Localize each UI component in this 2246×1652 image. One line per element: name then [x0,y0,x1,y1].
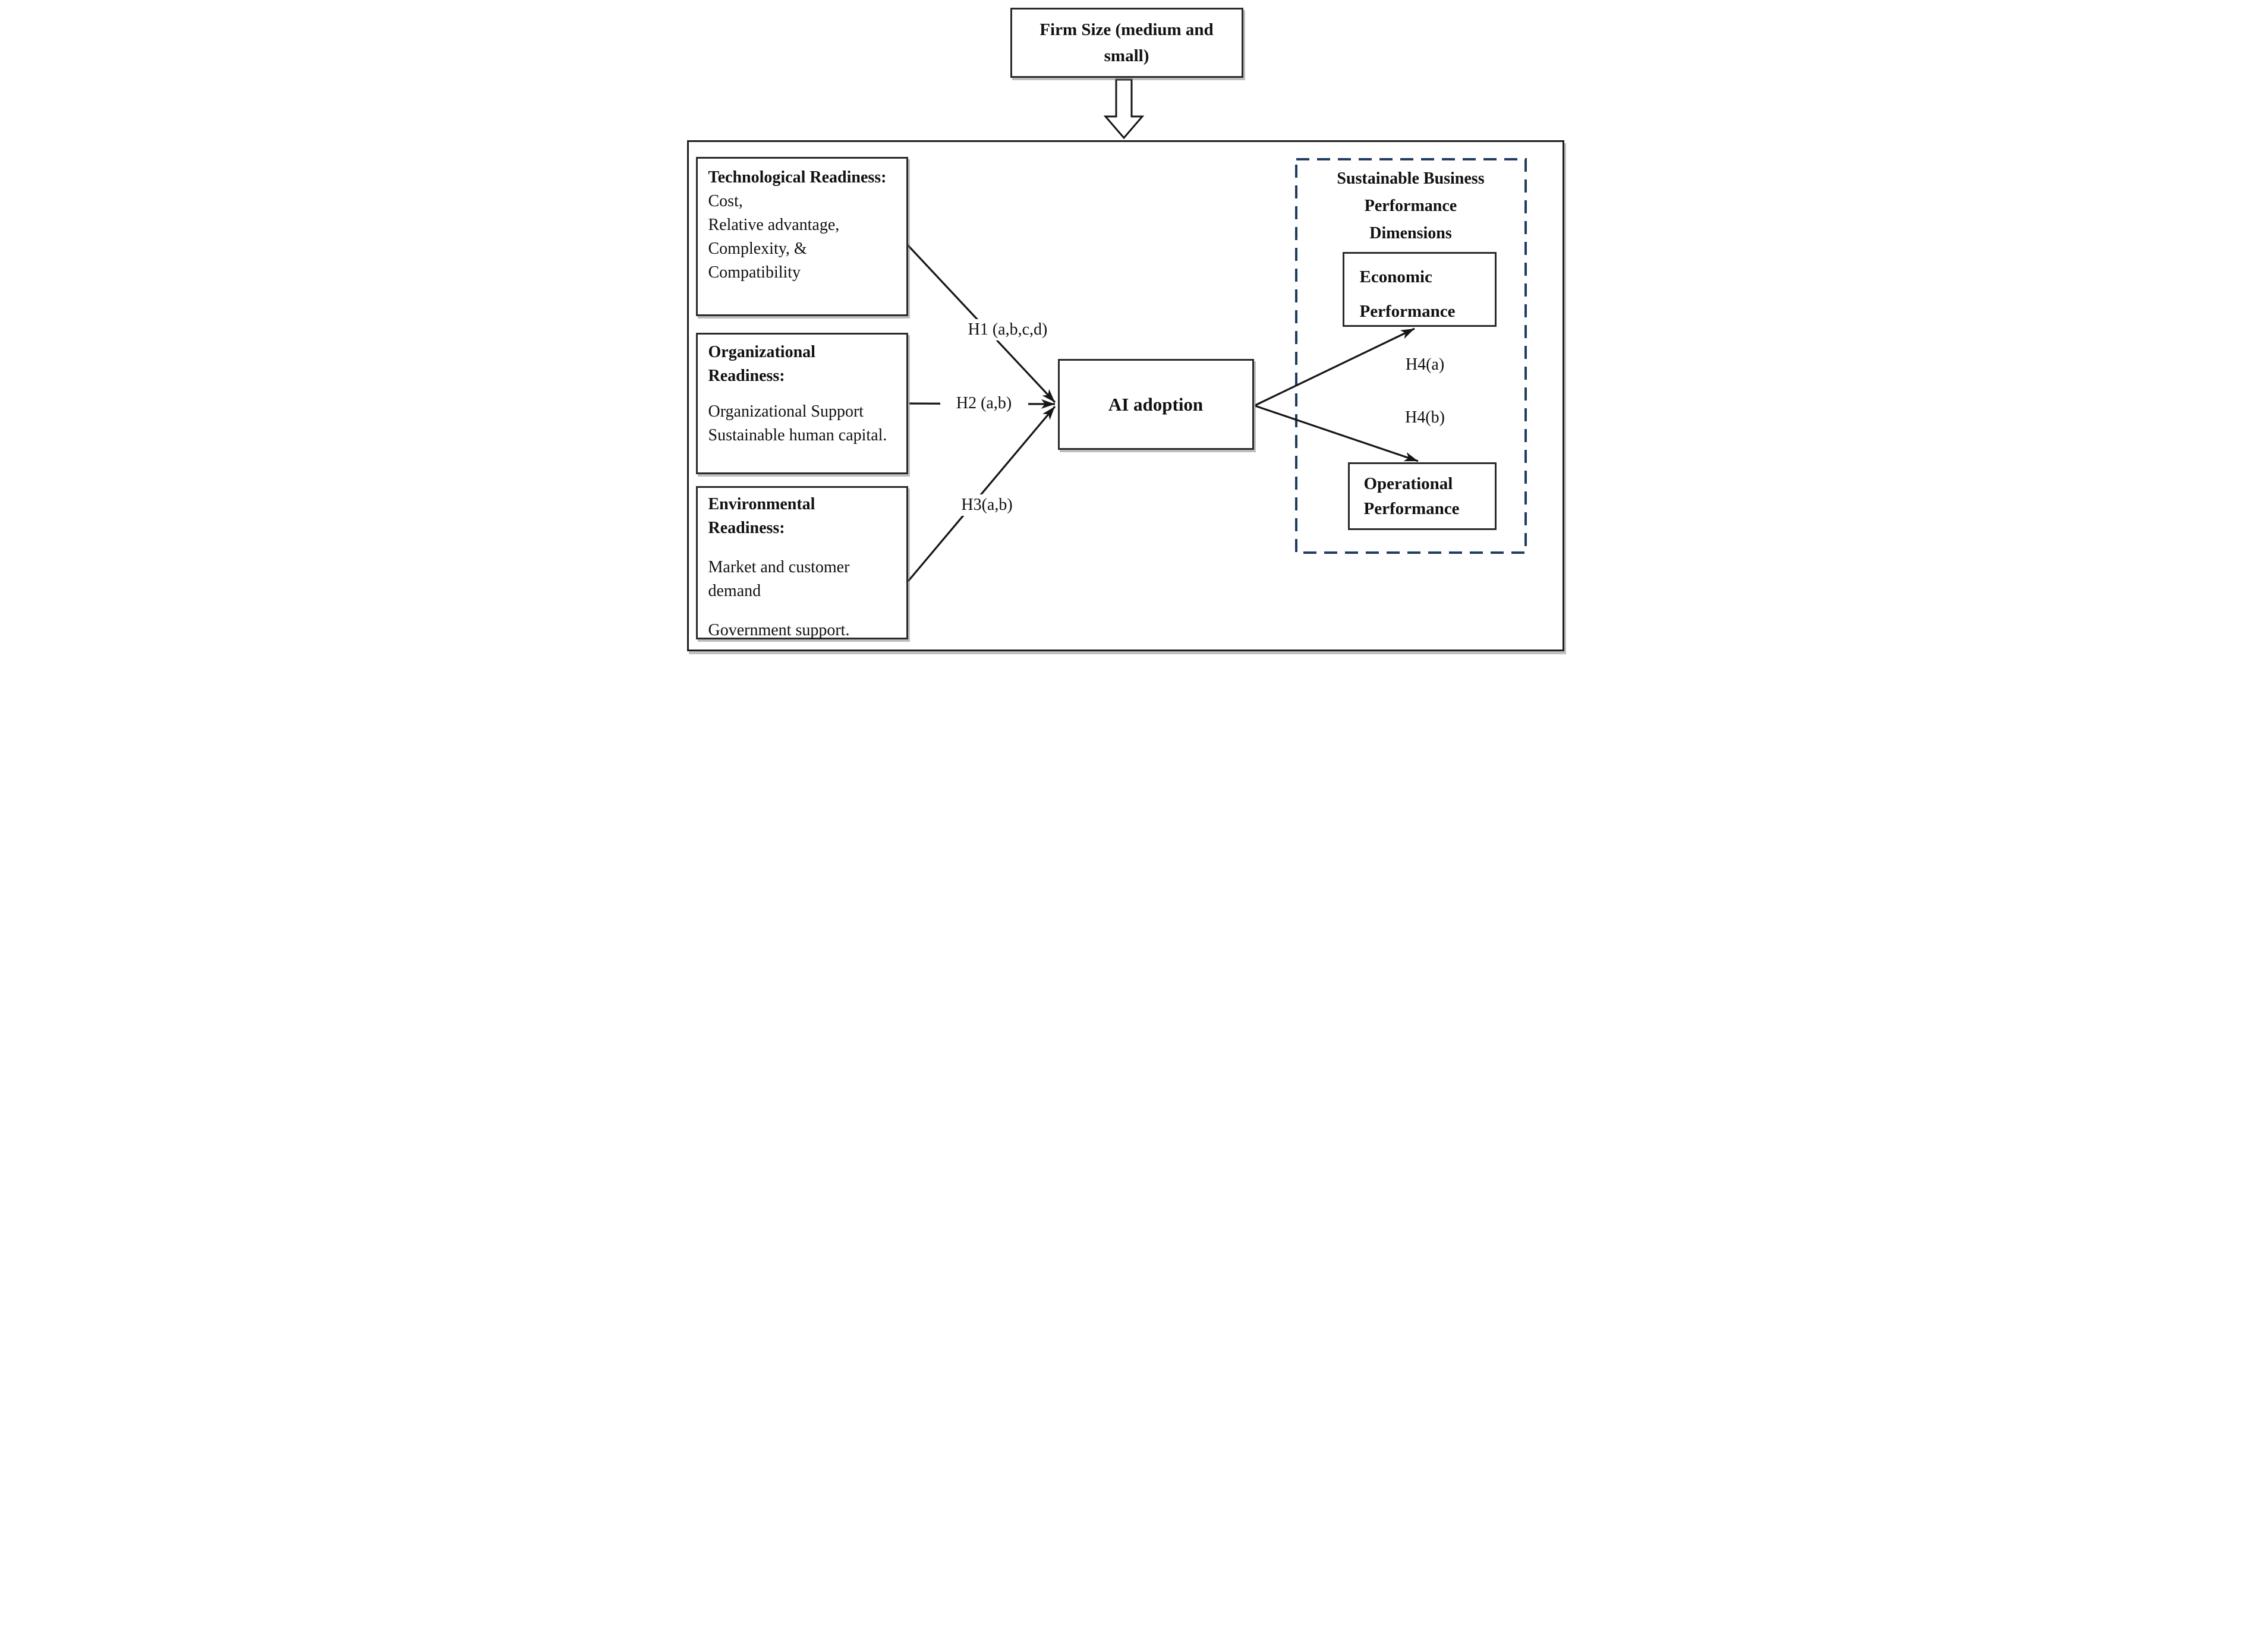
sustainable-performance-title-line: Dimensions [1369,224,1452,242]
firm-size-label: Firm Size (medium and small) [1039,20,1214,65]
h1-hypothesis-label: H1 (a,b,c,d) [950,319,1065,341]
h2-hypothesis-label: H2 (a,b) [940,393,1028,414]
organizational-item: Sustainable human capital. [708,426,887,444]
model-frame [686,140,1564,651]
environmental-item: Market and customer demand [708,558,850,600]
sustainable-performance-title-line: Sustainable Business [1337,169,1485,188]
h4b-hypothesis-label: H4(b) [1405,408,1445,427]
technological-readiness-box: Technological Readiness: Cost, Relative … [695,157,908,316]
environmental-readiness-box: Environmental Readiness: Market and cust… [695,486,908,639]
technological-item: Complexity, & [708,239,807,258]
organizational-readiness-title: Organizational Readiness: [708,343,815,385]
sustainable-performance-title: Sustainable Business Performance Dimensi… [1296,165,1526,247]
ai-adoption-box: AI adoption [1057,359,1254,450]
environmental-item: Government support. [708,621,850,639]
h4b-arrow [1254,405,1419,462]
technological-readiness-title: Technological Readiness: [708,168,887,187]
moderator-block-arrow-icon [1103,78,1144,140]
firm-size-box: Firm Size (medium and small) [1010,8,1243,78]
sustainable-performance-dashed-border [1294,158,1527,554]
operational-performance-box: Operational Performance [1347,462,1497,530]
h3-arrow [907,405,1056,582]
h3-hypothesis-label: H3(a,b) [943,494,1031,516]
organizational-item: Organizational Support [708,402,864,421]
technological-item: Compatibility [708,263,801,282]
ai-adoption-label: AI adoption [1108,393,1204,415]
conceptual-framework-diagram: Firm Size (medium and small) Technologic… [673,0,1573,661]
h4a-hypothesis-label: H4(a) [1405,355,1445,374]
economic-performance-label: Economic Performance [1359,267,1456,321]
environmental-readiness-title: Environmental Readiness: [708,495,815,537]
sustainable-performance-title-line: Performance [1364,197,1457,215]
organizational-readiness-box: Organizational Readiness: Organizational… [695,333,908,474]
technological-item: Cost, [708,192,743,210]
economic-performance-box: Economic Performance [1342,252,1497,327]
technological-item: Relative advantage, [708,216,840,234]
h4a-arrow [1254,327,1415,406]
operational-performance-label: Operational Performance [1363,474,1460,518]
connector-layer [905,78,1527,582]
